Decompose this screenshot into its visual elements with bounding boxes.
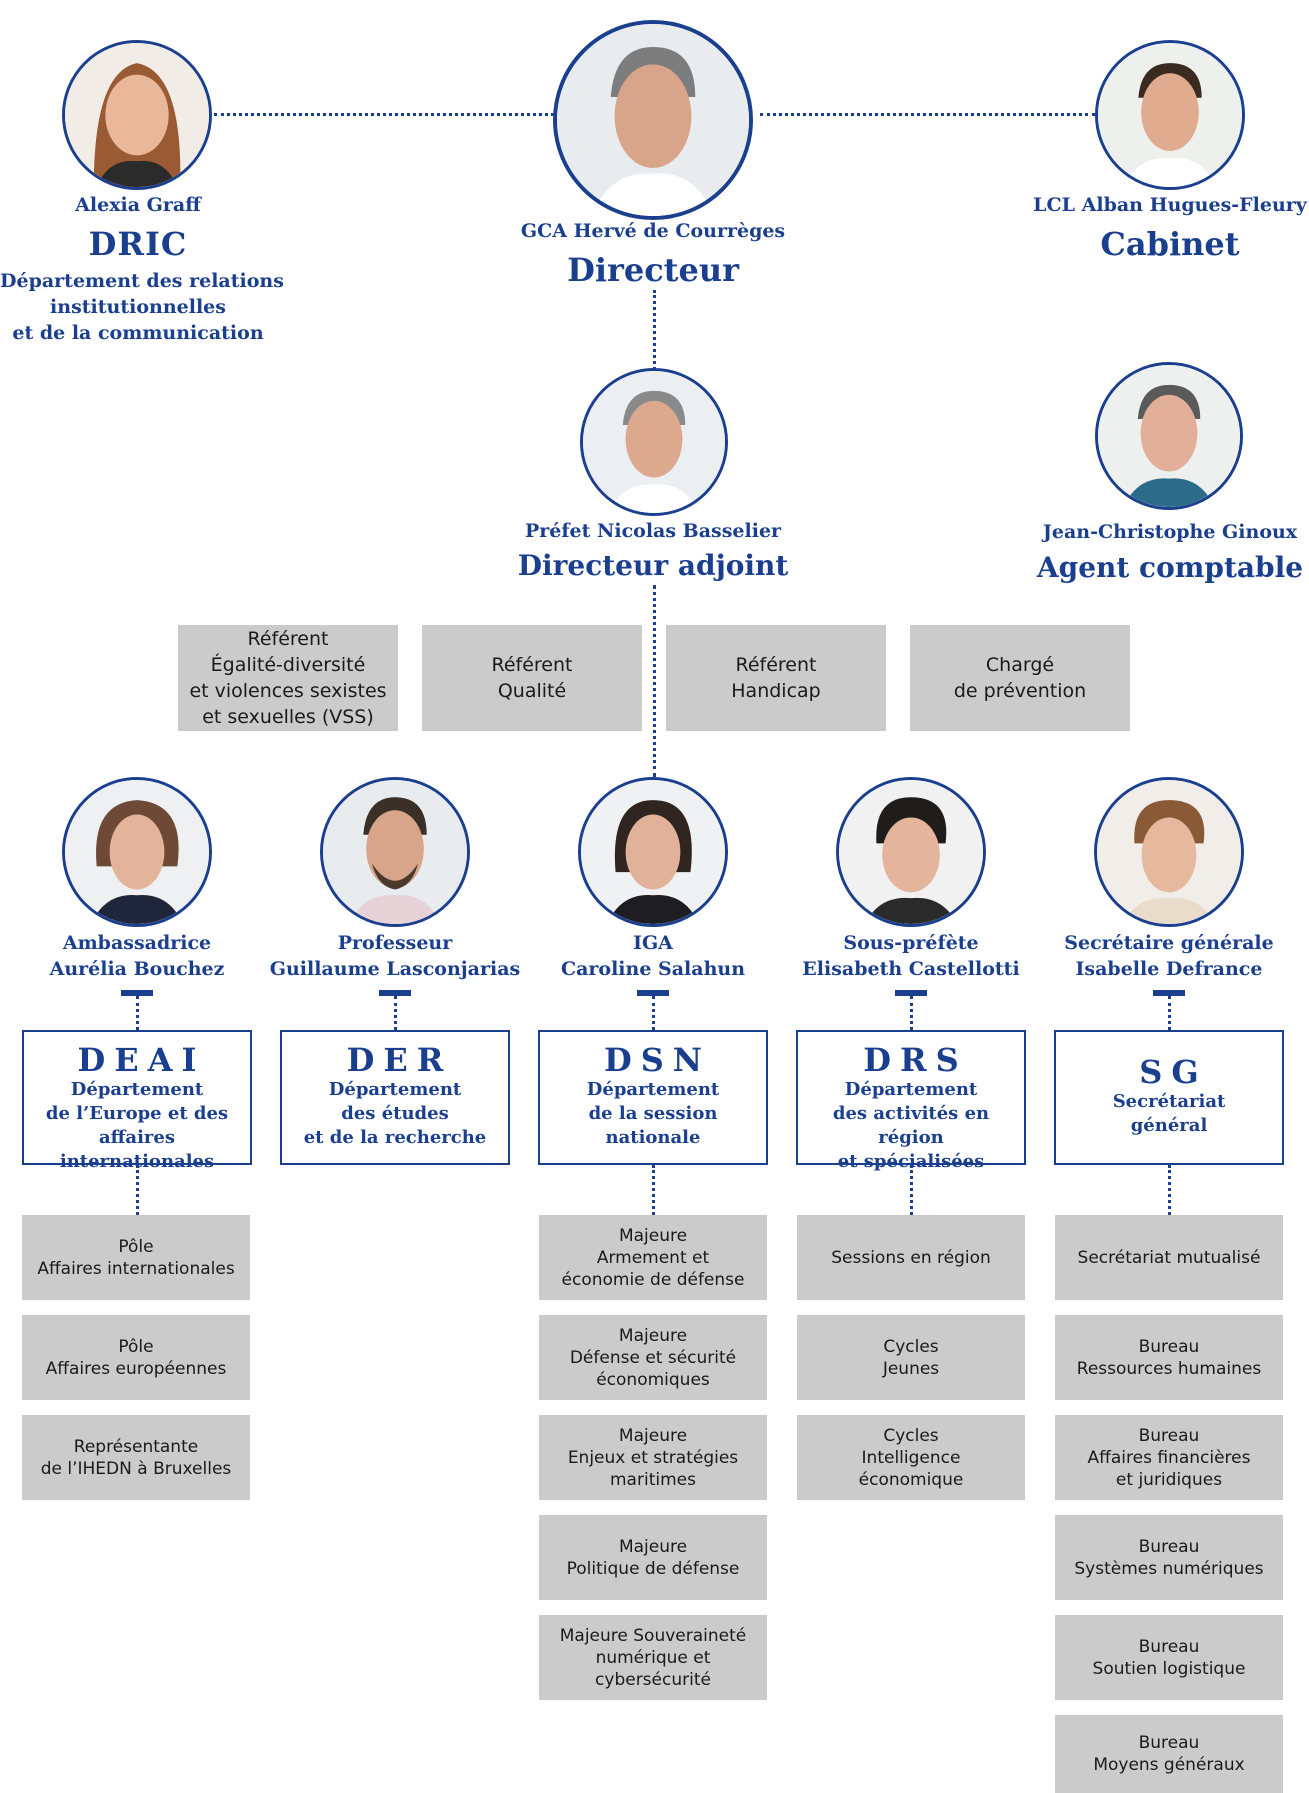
unit-box: Bureau Soutien logistique	[1055, 1615, 1283, 1700]
connector-bar	[121, 990, 153, 996]
person-name: Secrétaire générale	[1064, 932, 1274, 954]
connector-line	[394, 996, 397, 1030]
connector-line	[910, 996, 913, 1030]
avatar-elisabeth-castellotti	[836, 777, 986, 927]
dept-full-line: Secrétariat	[1112, 1091, 1226, 1112]
referent-box: Référent Handicap	[666, 625, 886, 731]
dept-full-line: de la session	[588, 1103, 718, 1124]
unit-box: Cycles Intelligence économique	[797, 1415, 1025, 1500]
person-name: Préfet Nicolas Basselier	[524, 520, 782, 542]
connector-line	[760, 113, 1095, 116]
avatar-nicolas-basselier	[580, 368, 728, 516]
unit-box: Bureau Moyens généraux	[1055, 1715, 1283, 1793]
role-title: Cabinet	[1100, 225, 1240, 263]
person-name: Elisabeth Castellotti	[802, 958, 1020, 980]
dept-full-line: Département	[586, 1079, 720, 1100]
person-name: GCA Hervé de Courrèges	[520, 220, 786, 242]
avatar-aurelia-bouchez	[62, 777, 212, 927]
dept-full-line: de l’Europe et des	[45, 1103, 229, 1124]
connector-line	[652, 1165, 655, 1215]
dept-full-line: des activités en région	[832, 1103, 990, 1148]
person-name: Jean-Christophe Ginoux	[1042, 521, 1298, 543]
dept-full-line: et de la communication	[12, 322, 264, 344]
person-name: Isabelle Defrance	[1075, 958, 1263, 980]
unit-box: Bureau Systèmes numériques	[1055, 1515, 1283, 1600]
referent-box: Chargé de prévention	[910, 625, 1130, 731]
dept-full-line: Département	[70, 1079, 204, 1100]
person-name: Aurélia Bouchez	[49, 958, 225, 980]
dept-box-der: DER Département des études et de la rech…	[280, 1030, 510, 1165]
unit-box: Pôle Affaires européennes	[22, 1315, 250, 1400]
dept-full-line: institutionnelles	[50, 296, 226, 318]
dept-abbr: DER	[346, 1041, 453, 1079]
avatar-alban-hugues-fleury	[1095, 40, 1245, 190]
person-name: Caroline Salahun	[560, 958, 746, 980]
dept-full-line: des études	[341, 1103, 449, 1124]
connector-line	[652, 996, 655, 1030]
unit-box: Majeure Armement et économie de défense	[539, 1215, 767, 1300]
unit-box: Bureau Affaires financières et juridique…	[1055, 1415, 1283, 1500]
role-title: Directeur	[567, 251, 739, 289]
referent-box: Référent Qualité	[422, 625, 642, 731]
referent-box: Référent Égalité-diversité et violences …	[178, 625, 398, 731]
connector-bar	[1153, 990, 1185, 996]
dept-abbr: DRS	[863, 1041, 968, 1079]
person-name: Ambassadrice	[62, 932, 212, 954]
dept-abbr: DEAI	[77, 1041, 206, 1079]
dept-full-line: Département	[844, 1079, 978, 1100]
unit-box: Majeure Souveraineté numérique et cybers…	[539, 1615, 767, 1700]
dept-full-line: Département	[328, 1079, 462, 1100]
connector-bar	[637, 990, 669, 996]
dept-full-line: général	[1130, 1115, 1208, 1136]
person-name: Alexia Graff	[75, 194, 201, 216]
person-name: Sous-préfète	[843, 932, 979, 954]
connector-line	[136, 996, 139, 1030]
dept-abbr: DRIC	[88, 225, 188, 263]
connector-line	[653, 585, 656, 777]
connector-line	[136, 1165, 139, 1215]
person-name: Guillaume Lasconjarias	[269, 958, 521, 980]
dept-full-line: et de la recherche	[303, 1127, 487, 1148]
unit-box: Bureau Ressources humaines	[1055, 1315, 1283, 1400]
connector-line	[1168, 996, 1171, 1030]
person-name: IGA	[633, 932, 673, 954]
dept-box-drs: DRS Département des activités en région …	[796, 1030, 1026, 1172]
unit-box: Secrétariat mutualisé	[1055, 1215, 1283, 1300]
dept-full-line: nationale	[605, 1127, 701, 1148]
unit-box: Sessions en région	[797, 1215, 1025, 1300]
unit-box: Majeure Politique de défense	[539, 1515, 767, 1600]
connector-line	[1168, 1165, 1171, 1215]
connector-bar	[895, 990, 927, 996]
dept-box-deai: DEAI Département de l’Europe et des affa…	[22, 1030, 252, 1172]
dept-abbr: SG	[1139, 1053, 1208, 1091]
avatar-caroline-salahun	[578, 777, 728, 927]
avatar-herve-de-courreges	[553, 20, 753, 220]
connector-line	[214, 113, 554, 116]
person-name: LCL Alban Hugues-Fleury	[1033, 194, 1307, 216]
avatar-isabelle-defrance	[1094, 777, 1244, 927]
role-title: Agent comptable	[1036, 551, 1304, 584]
dept-full-line: et spécialisées	[837, 1151, 985, 1172]
dept-full-line: Département des relations	[0, 270, 284, 292]
unit-box: Majeure Enjeux et stratégies maritimes	[539, 1415, 767, 1500]
dept-box-sg: SG Secrétariat général	[1054, 1030, 1284, 1165]
avatar-jean-christophe-ginoux	[1095, 362, 1243, 510]
unit-box: Représentante de l’IHEDN à Bruxelles	[22, 1415, 250, 1500]
dept-box-dsn: DSN Département de la session nationale	[538, 1030, 768, 1165]
connector-bar	[379, 990, 411, 996]
person-name: Professeur	[337, 932, 453, 954]
dept-abbr: DSN	[603, 1041, 712, 1079]
avatar-alexia-graff	[62, 40, 212, 190]
role-title: Directeur adjoint	[517, 549, 789, 582]
dept-full-line: affaires internationales	[59, 1127, 215, 1172]
avatar-guillaume-lasconjarias	[320, 777, 470, 927]
connector-line	[653, 290, 656, 370]
connector-line	[910, 1165, 913, 1215]
unit-box: Majeure Défense et sécurité économiques	[539, 1315, 767, 1400]
unit-box: Cycles Jeunes	[797, 1315, 1025, 1400]
unit-box: Pôle Affaires internationales	[22, 1215, 250, 1300]
